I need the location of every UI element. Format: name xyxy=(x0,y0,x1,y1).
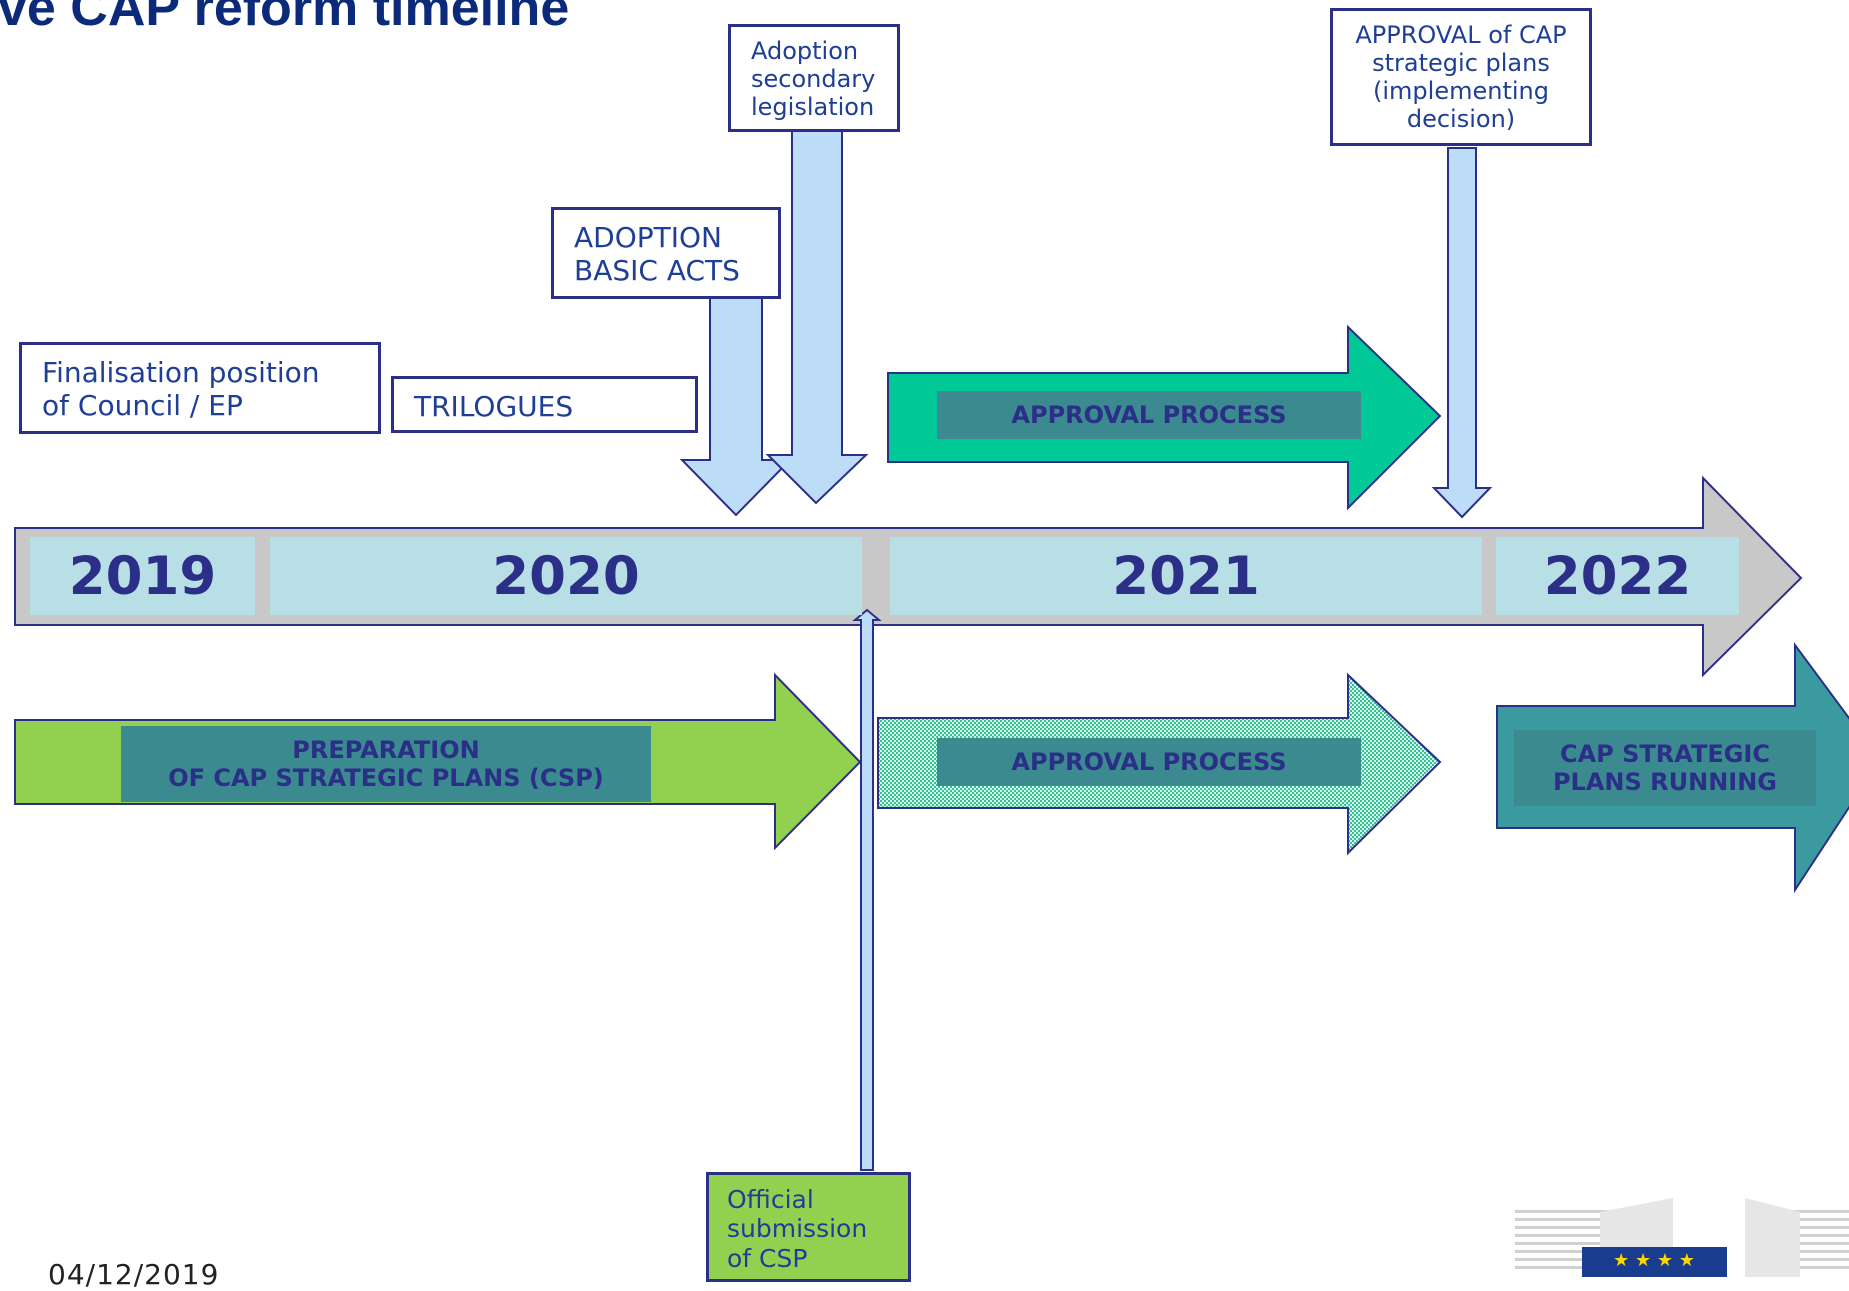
adoption-secondary-arrow xyxy=(765,129,869,505)
svg-text:★ ★ ★ ★: ★ ★ ★ ★ xyxy=(1613,1250,1695,1271)
csp-running-label: CAP STRATEGIC PLANS RUNNING xyxy=(1514,730,1816,806)
finalisation-box: Finalisation position of Council / EP xyxy=(19,342,381,434)
trilogues-box: TRILOGUES xyxy=(391,376,698,433)
adoption-basic-acts-box: ADOPTION BASIC ACTS xyxy=(551,207,781,299)
european-commission-logo: ★ ★ ★ ★ xyxy=(1515,1198,1849,1277)
approval-process-top-label: APPROVAL PROCESS xyxy=(937,391,1361,439)
approval-process-bottom-label: APPROVAL PROCESS xyxy=(937,738,1361,786)
year-2022: 2022 xyxy=(1496,537,1739,615)
official-submission-arrow xyxy=(852,608,882,1171)
official-submission-box: Official submission of CSP xyxy=(706,1172,911,1282)
preparation-label: PREPARATION OF CAP STRATEGIC PLANS (CSP) xyxy=(121,726,651,802)
year-2021: 2021 xyxy=(890,537,1482,615)
adoption-secondary-box: Adoption secondary legislation xyxy=(728,24,900,132)
page-title: ve CAP reform timeline xyxy=(0,0,570,37)
year-2019: 2019 xyxy=(30,537,255,615)
year-2020: 2020 xyxy=(270,537,862,615)
adoption-basic-acts-arrow xyxy=(679,297,793,517)
approval-csp-arrow xyxy=(1431,147,1493,519)
footer-date: 04/12/2019 xyxy=(48,1258,220,1291)
approval-csp-box: APPROVAL of CAP strategic plans (impleme… xyxy=(1330,8,1592,146)
